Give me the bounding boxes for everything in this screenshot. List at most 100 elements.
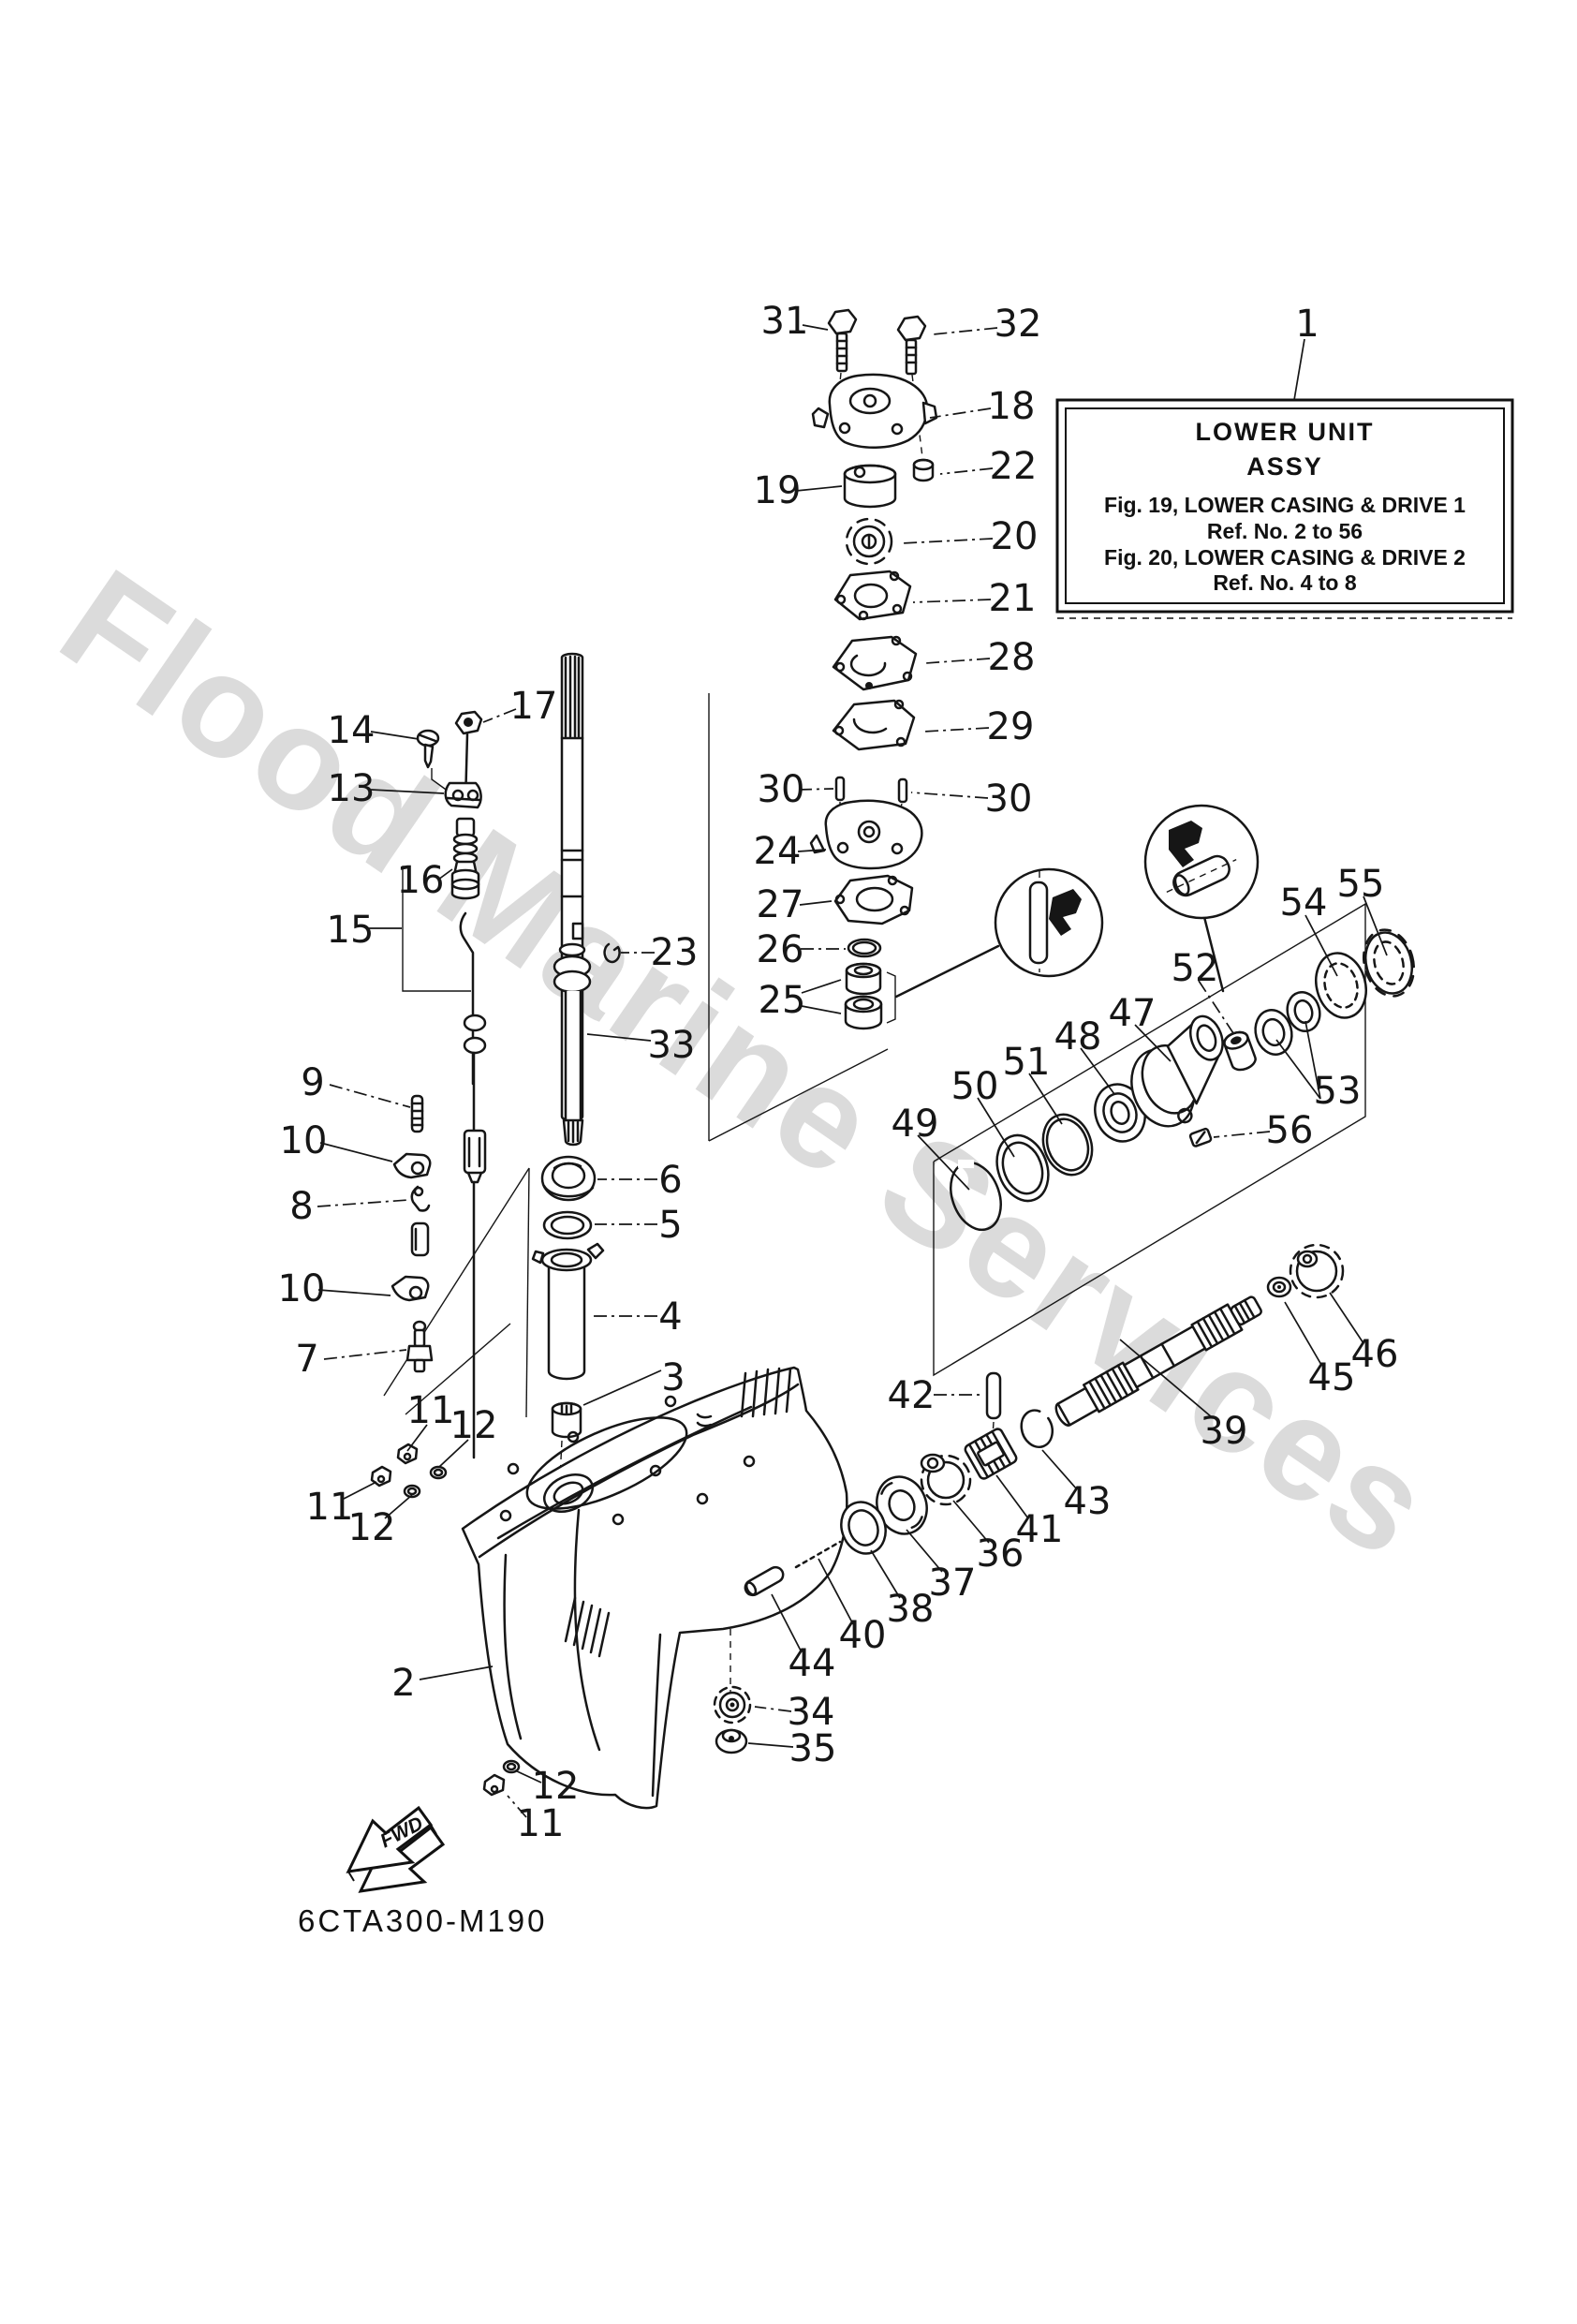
callout-12-57: 12 — [450, 1404, 498, 1447]
callout-28-8: 28 — [988, 636, 1036, 679]
callout-39-43: 39 — [1201, 1410, 1248, 1453]
pump-nut-22 — [912, 458, 935, 482]
leader-line-44-52 — [771, 1593, 803, 1653]
water-pump-housing-18 — [811, 373, 938, 450]
callout-10-24: 10 — [280, 1119, 328, 1162]
leader-line-18-3 — [929, 407, 992, 419]
drawing-code: 6CTA300-M190 — [298, 1903, 548, 1938]
info-box-fig19: Fig. 19, LOWER CASING & DRIVE 1 — [1104, 493, 1466, 517]
detail-circle-pin — [994, 867, 1104, 978]
clamp-10-lower — [391, 1275, 430, 1302]
leader-line-25-15 — [801, 1005, 842, 1014]
callout-48-36: 48 — [1054, 1015, 1102, 1058]
leader-line-41-47 — [995, 1474, 1029, 1519]
callout-21-7: 21 — [989, 577, 1037, 620]
leader-line-54-32 — [1304, 914, 1338, 977]
callout-1-0: 1 — [1295, 303, 1319, 346]
info-box-fig20: Fig. 20, LOWER CASING & DRIVE 2 — [1104, 545, 1466, 570]
info-box-title: LOWER UNIT — [1196, 418, 1375, 446]
leader-line-12-60 — [514, 1769, 542, 1784]
leader-line-35-54 — [747, 1742, 794, 1748]
callout-23-16: 23 — [651, 931, 699, 974]
callout-6-28: 6 — [658, 1159, 682, 1202]
callout-2-55: 2 — [391, 1662, 415, 1705]
leader-line-53-40 — [1304, 1020, 1321, 1100]
prop-shaft-39 — [1054, 1295, 1262, 1427]
callout-12-59: 12 — [348, 1506, 396, 1549]
bushing-3 — [551, 1401, 582, 1439]
callout-5-29: 5 — [658, 1204, 682, 1247]
spring-40 — [794, 1540, 842, 1569]
leader-line-22-5 — [939, 467, 994, 475]
callout-25-15: 25 — [759, 979, 806, 1022]
leader-line-1-0 — [1293, 338, 1305, 401]
shim-50 — [995, 1133, 1050, 1203]
oil-seals-25 — [844, 962, 896, 1030]
drain-plug-11-upper — [396, 1443, 448, 1480]
fitting-16 — [450, 817, 480, 900]
callout-8-25: 8 — [289, 1185, 313, 1228]
callout-40-51: 40 — [839, 1614, 887, 1657]
rod-guide-13 — [444, 781, 482, 809]
leader-line-45-44 — [1284, 1301, 1322, 1366]
leader-line-30-10 — [798, 788, 834, 791]
leader-line-37-49 — [906, 1529, 943, 1573]
leader-line-55-33 — [1363, 896, 1388, 956]
key-56 — [1188, 1127, 1213, 1147]
info-box-ref19: Ref. No. 2 to 56 — [1207, 519, 1363, 543]
lock-washer-54 — [1315, 952, 1367, 1019]
impeller-cup-19 — [843, 464, 897, 509]
info-box: LOWER UNIT ASSY Fig. 19, LOWER CASING & … — [1055, 398, 1514, 619]
callout-29-9: 29 — [987, 705, 1035, 748]
leader-line-48-36 — [1080, 1047, 1115, 1095]
ring-nut-55 — [1362, 928, 1416, 998]
forward-gear-36 — [920, 1453, 972, 1506]
callout-4-30: 4 — [658, 1295, 682, 1339]
rod-bracket-15-16 — [402, 866, 471, 992]
leader-line-38-50 — [870, 1549, 901, 1599]
callout-44-52: 44 — [788, 1642, 836, 1685]
water-tube-4 — [531, 1242, 605, 1381]
impeller-20 — [845, 517, 893, 566]
shear-pin-44 — [744, 1565, 785, 1597]
drain-plug-11-left — [370, 1465, 421, 1499]
washer-5 — [542, 1210, 593, 1240]
leader-line-24-12 — [797, 849, 827, 852]
stud-9 — [410, 1094, 424, 1133]
leader-line-33-17 — [586, 1033, 652, 1042]
bolt-31 — [827, 308, 858, 373]
bushing-52 — [1223, 1030, 1257, 1072]
o-ring-26 — [847, 938, 882, 958]
thrust-holder-34 — [713, 1685, 752, 1724]
leader-line-10-24 — [319, 1142, 393, 1162]
leader-line-16-21 — [437, 868, 453, 881]
leader-line-40-51 — [818, 1558, 854, 1625]
leader-line-10-26 — [317, 1289, 391, 1296]
callout-41-47: 41 — [1016, 1508, 1064, 1551]
callout-24-12: 24 — [754, 830, 802, 873]
leader-line-29-9 — [922, 727, 990, 733]
pump-base-24 — [809, 799, 923, 870]
bearing-6 — [540, 1155, 597, 1202]
leader-line-12-59 — [384, 1494, 413, 1519]
leader-line-53-40 — [1275, 1039, 1321, 1100]
leader-line-2-55 — [419, 1665, 494, 1680]
leader-line-11-56 — [406, 1424, 428, 1452]
callout-12-60: 12 — [532, 1765, 580, 1808]
callout-26-14: 26 — [757, 928, 804, 971]
callout-46-45: 46 — [1351, 1333, 1399, 1376]
leader-line-9-23 — [329, 1084, 411, 1108]
callout-31-1: 31 — [761, 300, 809, 343]
clutch-dog-41 — [964, 1428, 1018, 1480]
callout-52-34: 52 — [1172, 947, 1219, 990]
callout-45-44: 45 — [1308, 1356, 1356, 1399]
gasket-21 — [833, 570, 912, 621]
circlip-43 — [1020, 1409, 1054, 1449]
leader-line-25-15 — [801, 979, 842, 994]
pinion-gear-46 — [1289, 1243, 1345, 1299]
callout-33-17: 33 — [648, 1024, 696, 1067]
leader-line-52-34 — [1198, 980, 1236, 1037]
callout-55-33: 55 — [1337, 863, 1385, 906]
callout-20-6: 20 — [991, 515, 1039, 558]
callout-10-26: 10 — [278, 1267, 326, 1310]
